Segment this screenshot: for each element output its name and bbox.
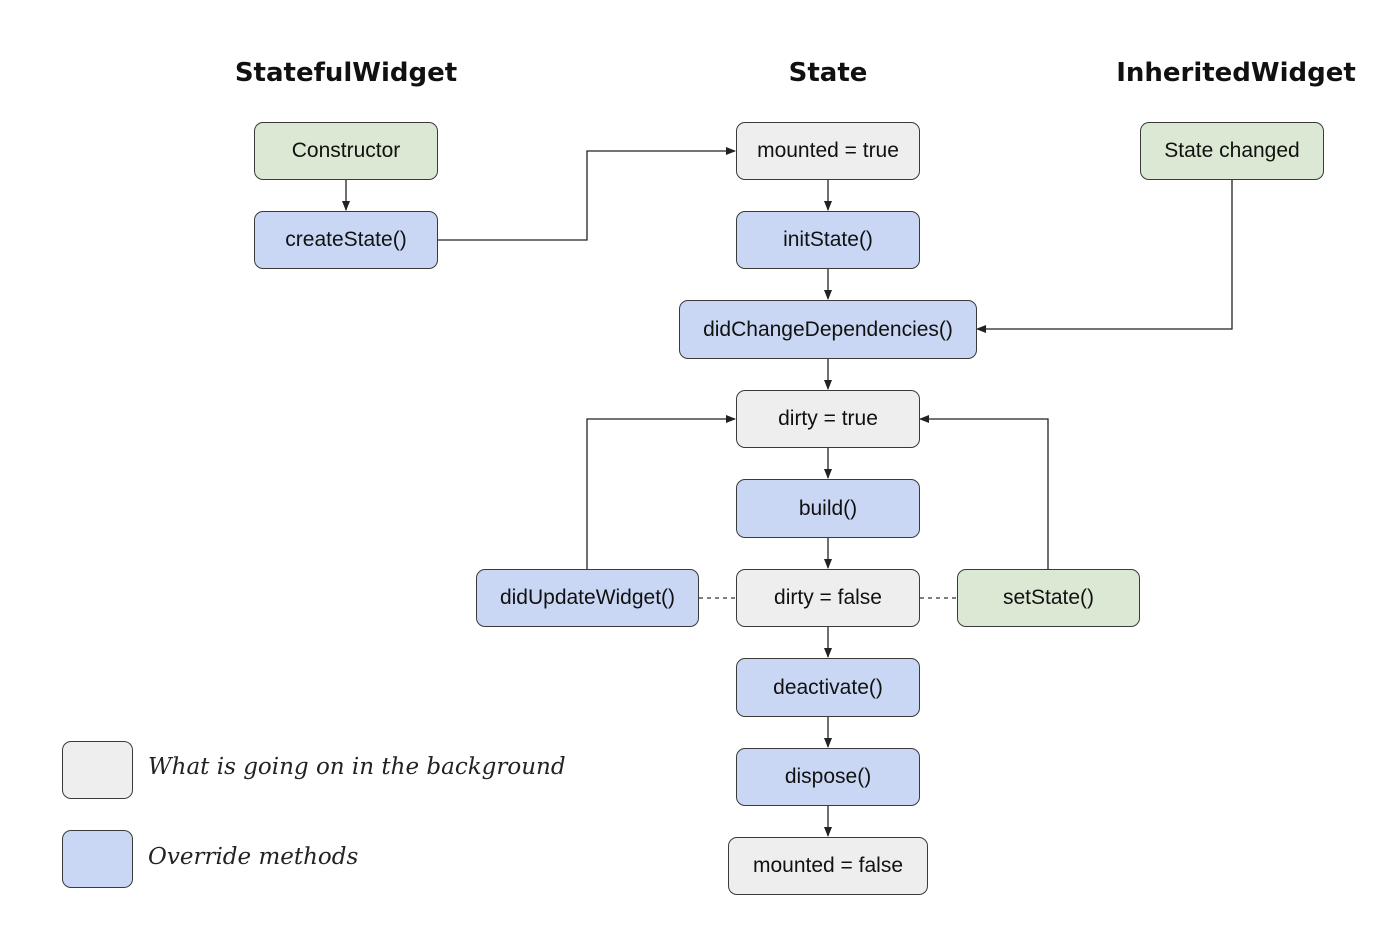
node-mounted-true: mounted = true <box>736 122 920 180</box>
legend-label-override: Override methods <box>148 844 359 870</box>
node-deactivate: deactivate() <box>736 658 920 717</box>
node-set-state: setState() <box>957 569 1140 627</box>
column-title-stateful-widget: StatefulWidget <box>234 58 458 88</box>
node-did-change-dependencies: didChangeDependencies() <box>679 300 977 359</box>
column-title-inherited-widget: InheritedWidget <box>1116 58 1356 88</box>
column-title-state: State <box>788 58 868 88</box>
arrow-didupdatewidget-to-dirtytrue <box>586 415 736 569</box>
legend-swatch-background <box>62 741 133 799</box>
arrow-setstate-to-dirtytrue <box>919 415 1049 569</box>
node-did-update-widget: didUpdateWidget() <box>476 569 699 627</box>
node-dispose: dispose() <box>736 748 920 806</box>
node-constructor: Constructor <box>254 122 438 180</box>
node-build: build() <box>736 479 920 538</box>
arrow-createstate-to-mounted <box>438 147 736 241</box>
arrow-statechanged-to-didchange <box>976 180 1233 333</box>
node-dirty-true: dirty = true <box>736 390 920 448</box>
node-dirty-false: dirty = false <box>736 569 920 627</box>
legend-label-background: What is going on in the background <box>148 754 566 780</box>
node-init-state: initState() <box>736 211 920 269</box>
node-state-changed: State changed <box>1140 122 1324 180</box>
node-create-state: createState() <box>254 211 438 269</box>
node-mounted-false: mounted = false <box>728 837 928 895</box>
legend-swatch-override <box>62 830 133 888</box>
